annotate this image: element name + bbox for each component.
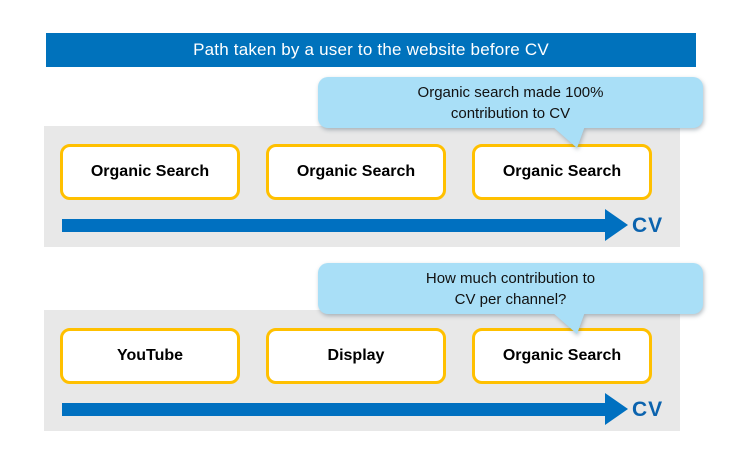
timeline-arrow-head: [605, 393, 628, 425]
channel-box: Display: [266, 328, 446, 384]
channel-boxes-row: YouTube Display Organic Search: [60, 328, 652, 384]
timeline-arrow-shaft: [62, 219, 605, 232]
callout-line: CV per channel?: [454, 290, 567, 308]
callout-tail: [552, 126, 585, 148]
timeline-arrow-shaft: [62, 403, 605, 416]
channel-box: YouTube: [60, 328, 240, 384]
channel-box: Organic Search: [472, 328, 652, 384]
timeline-arrow-head: [605, 209, 628, 241]
page-title-text: Path taken by a user to the website befo…: [193, 40, 549, 59]
page-title: Path taken by a user to the website befo…: [46, 33, 696, 67]
callout-bubble-top: Organic search made 100% contribution to…: [318, 77, 703, 148]
channel-box: Organic Search: [472, 144, 652, 200]
channel-box: Organic Search: [266, 144, 446, 200]
callout-line: Organic search made 100%: [417, 83, 604, 101]
cv-label: CV: [632, 398, 664, 421]
channel-box-label: Display: [327, 347, 385, 364]
callout-line: contribution to CV: [450, 104, 571, 122]
cv-label: CV: [632, 214, 664, 237]
callout-line: How much contribution to: [425, 269, 596, 287]
channel-box-label: Organic Search: [296, 163, 416, 180]
channel-box-label: Organic Search: [502, 347, 622, 364]
callout-tail: [552, 312, 585, 334]
channel-boxes-row: Organic Search Organic Search Organic Se…: [60, 144, 652, 200]
channel-box-label: Organic Search: [90, 163, 210, 180]
channel-box-label: Organic Search: [502, 163, 622, 180]
channel-box-label: YouTube: [116, 347, 184, 364]
channel-panel-bottom: YouTube Display Organic Search CV: [44, 310, 680, 431]
channel-box: Organic Search: [60, 144, 240, 200]
callout-bubble-bottom: How much contribution to CV per channel?: [318, 263, 703, 334]
